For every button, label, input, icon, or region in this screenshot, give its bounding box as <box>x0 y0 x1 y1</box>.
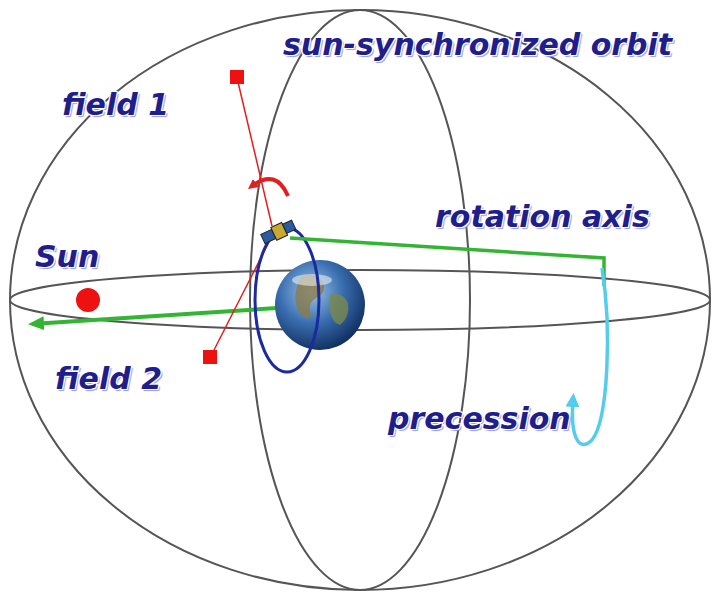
field-label: field 1 <box>62 88 169 121</box>
field-label: field 2 <box>55 362 162 395</box>
satellite <box>260 218 297 245</box>
orbit-label: sun-synchronized orbit <box>283 28 672 61</box>
cloud <box>292 274 332 286</box>
field-marker <box>230 70 244 84</box>
continent <box>330 294 348 325</box>
sun-dot <box>76 288 100 312</box>
orbit <box>255 228 319 372</box>
field1-line <box>238 82 272 226</box>
axis-label: rotation axis <box>435 200 650 233</box>
precession-label: precession <box>388 402 571 435</box>
sphere-outline <box>10 10 710 590</box>
meridian <box>250 10 470 590</box>
sun-direction-arrow <box>32 306 308 324</box>
rotation-axis-line <box>290 238 604 286</box>
rotation-arrow <box>252 179 288 196</box>
sun-label: Sun <box>35 240 99 273</box>
field-marker <box>203 350 217 364</box>
precession-arrow <box>572 268 607 444</box>
